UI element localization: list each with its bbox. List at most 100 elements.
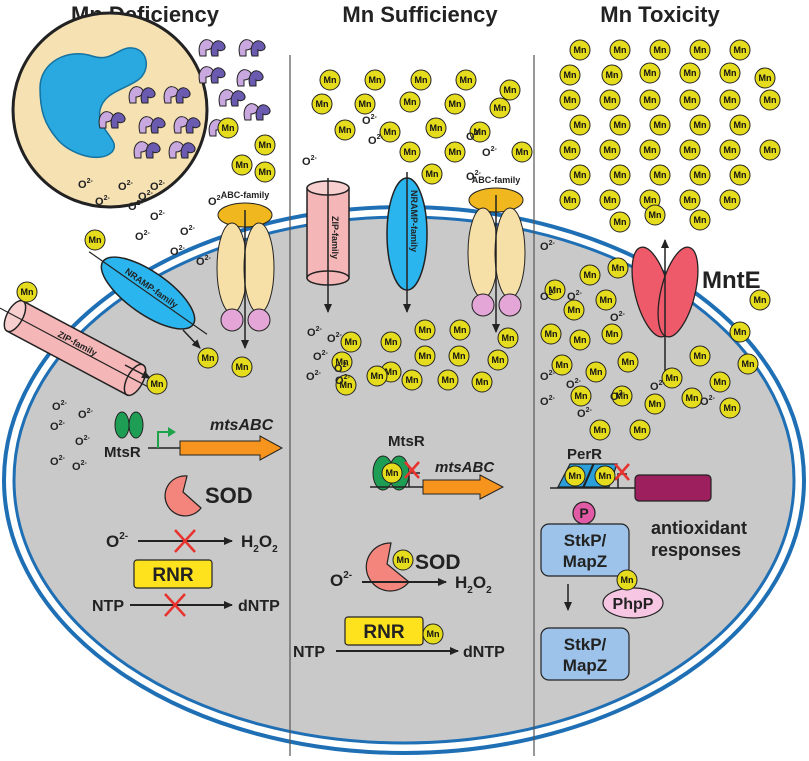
mn-ion-label: Mn <box>316 99 329 109</box>
mn-ion-label: Mn <box>574 45 587 55</box>
mn-ion: Mn <box>599 139 621 161</box>
mn-ion-label: Mn <box>614 120 627 130</box>
mn-ion: Mn <box>511 141 533 163</box>
mn-ion-label: Mn <box>574 335 587 345</box>
mn-ion: Mn <box>437 369 459 391</box>
superoxide-label: O2- <box>466 170 481 183</box>
superoxide-label: O2- <box>150 180 165 193</box>
mn-ion-label: Mn <box>694 170 707 180</box>
mn-ion: Mn <box>719 89 741 111</box>
mn-ion: Mn <box>644 204 666 226</box>
superoxide-label: O2- <box>540 370 555 383</box>
mn-ion-label: Mn <box>404 147 417 157</box>
mn-ion: Mn <box>709 371 731 393</box>
mn-ion-label: Mn <box>385 337 398 347</box>
superoxide-label: O2- <box>52 400 67 413</box>
mn-ion-label: Mn <box>345 337 358 347</box>
mn-ion: Mn <box>380 331 402 353</box>
mtsabc-inhibit-x2-sufficiency <box>404 461 420 479</box>
mn-ion: Mn <box>719 189 741 211</box>
nramp-uptake-arrow-deficiency <box>182 329 201 349</box>
mn-ion-label: Mn <box>604 195 617 205</box>
mn-ion-label: Mn <box>764 145 777 155</box>
mn-ion: Mn <box>569 329 591 351</box>
superoxide-label: O2- <box>150 210 165 223</box>
calprotectin-protein <box>236 69 264 87</box>
superoxide-label: O2- <box>610 390 625 403</box>
mn-ion: Mn <box>601 323 623 345</box>
mn-ion: Mn <box>559 139 581 161</box>
mn-ion-label: Mn <box>339 125 352 135</box>
mn-ion: Mn <box>16 281 38 303</box>
mn-ion: Mn <box>331 351 353 373</box>
mn-ion-label: Mn <box>764 95 777 105</box>
mn-ion-label: Mn <box>369 75 382 85</box>
calprotectin-protein <box>173 116 201 134</box>
mn-ion: Mn <box>759 139 781 161</box>
mn-ion: Mn <box>489 97 511 119</box>
mn-ion-label: Mn <box>454 325 467 335</box>
mnte-exporter <box>631 239 699 372</box>
mn-ion-label: Mn <box>644 145 657 155</box>
sod-enzyme-deficiency <box>164 475 202 517</box>
mn-ion: Mn <box>84 229 106 251</box>
mn-ion: Mn <box>639 62 661 84</box>
mn-ion-label: Mn <box>694 215 707 225</box>
mn-ion-label: Mn <box>545 329 558 339</box>
mn-ion-label: Mn <box>426 169 439 179</box>
sod-enzyme-sufficiency <box>365 542 410 592</box>
mn-ion: Mn <box>737 353 759 375</box>
mn-ion: Mn <box>540 323 562 345</box>
stkp-mapz-phosphorylated <box>540 523 630 577</box>
calprotectin-protein <box>128 86 156 104</box>
rnr-inhibit-x2 <box>164 593 186 617</box>
antioxidant-label-line2: responses <box>651 540 741 560</box>
mn-ion-label: Mn <box>324 75 337 85</box>
mn-ion-label: Mn <box>734 327 747 337</box>
mn-ion: Mn <box>364 69 386 91</box>
mn-ion-label: Mn <box>386 468 399 478</box>
mn-ion: Mn <box>589 419 611 441</box>
mn-ion-label: Mn <box>415 75 428 85</box>
perr-label: PerR <box>567 446 602 463</box>
mn-ion-label: Mn <box>622 357 635 367</box>
mn-ion-label: Mn <box>564 145 577 155</box>
mn-ion-label: Mn <box>502 333 515 343</box>
rnr-enzyme-deficiency <box>133 559 213 589</box>
promoter-arrow-deficiency <box>157 431 170 448</box>
sod-label-sufficiency: SOD <box>415 551 461 574</box>
mn-ion: Mn <box>570 385 592 407</box>
mn-ion-label: Mn <box>616 391 629 401</box>
antioxidant-label-line1: antioxidant <box>651 518 747 538</box>
superoxide-label: O2- <box>180 225 195 238</box>
mn-ion-label: Mn <box>151 379 164 389</box>
nramp-transporter-sufficiency: NRAMP-family <box>386 172 428 313</box>
superoxide-label: O2- <box>610 311 625 324</box>
mn-ion: Mn <box>759 89 781 111</box>
mn-ion: Mn <box>379 121 401 143</box>
title-toxicity: Mn Toxicity <box>600 2 720 27</box>
superoxide-label: O2- <box>650 380 665 393</box>
mn-ion: Mn <box>601 64 623 86</box>
mn-ion-label: Mn <box>564 195 577 205</box>
mn-ion: Mn <box>649 164 671 186</box>
calprotectin-protein <box>243 103 271 121</box>
mn-ion: Mn <box>569 164 591 186</box>
mn-ion: Mn <box>335 374 357 396</box>
mn-ion: Mn <box>499 79 521 101</box>
mn-ion: Mn <box>749 289 771 311</box>
mn-ion: Mn <box>679 62 701 84</box>
mn-ion-label: Mn <box>654 45 667 55</box>
ntp-label-deficiency: NTP <box>92 598 124 615</box>
mn-ion-label: Mn <box>686 393 699 403</box>
superoxide-label: O2- <box>302 155 317 168</box>
superoxide-label: O2- <box>138 190 153 203</box>
mn-ion-label: Mn <box>654 170 667 180</box>
mn-ion: Mn <box>399 141 421 163</box>
calprotectin-proteins <box>98 39 271 159</box>
mn-ion: Mn <box>410 69 432 91</box>
mn-ion-label: Mn <box>684 95 697 105</box>
mn-ion-label: Mn <box>734 170 747 180</box>
superoxide-label: O2- <box>567 290 582 303</box>
mn-ion-label: Mn <box>666 373 679 383</box>
